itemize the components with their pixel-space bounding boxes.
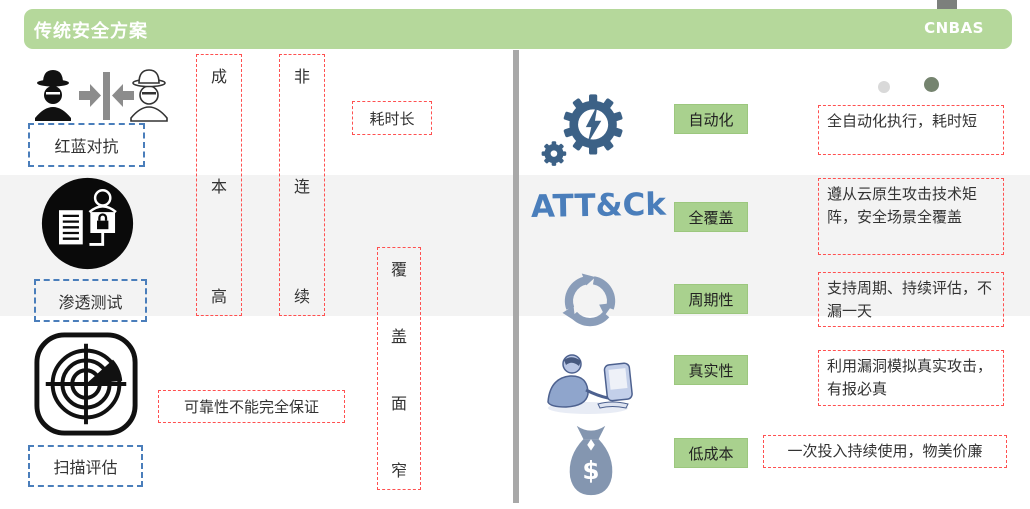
feature-desc-box: 全自动化执行，耗时短 [818, 105, 1004, 155]
brand-label: CNBAS [924, 19, 984, 37]
vertical-note-char: 续 [293, 287, 310, 306]
vertical-note-char: 成 [210, 67, 227, 86]
red-vs-blue-spies-icon [35, 69, 168, 122]
note-text: 耗时长 [369, 109, 415, 128]
vertical-note-char: 窄 [390, 461, 407, 480]
vertical-note-char: 连 [293, 177, 310, 196]
left-item-label-box: 渗透测试 [34, 279, 147, 322]
feature-label-text: 自动化 [688, 110, 734, 129]
feature-label-text: 全覆盖 [688, 208, 734, 227]
person-computer-icon [547, 354, 633, 414]
feature-desc-box: 遵从云原生攻击技术矩阵，安全场景全覆盖 [818, 178, 1004, 255]
left-item-label-box: 扫描评估 [28, 445, 143, 487]
cycle-arrows-icon [562, 273, 616, 327]
feature-label-text: 低成本 [688, 444, 734, 463]
vertical-note-char: 覆 [390, 260, 407, 279]
feature-label: 全覆盖 [674, 202, 748, 232]
vertical-note-non-continuous: 非 连 续 [279, 54, 325, 316]
feature-desc-box: 利用漏洞模拟真实攻击，有报必真 [818, 350, 1004, 406]
feature-desc-box: 一次投入持续使用，物美价廉 [763, 435, 1007, 468]
vertical-note-cost-high: 成 本 高 [196, 54, 242, 316]
attck-logo: ATT&Ck [531, 187, 667, 225]
vertical-note-narrow-coverage: 覆 盖 面 窄 [377, 247, 421, 490]
feature-desc-text: 支持周期、持续评估，不漏一天 [827, 279, 993, 320]
penetration-test-icon [41, 177, 134, 270]
feature-label: 真实性 [674, 355, 748, 385]
gear-lightning-icon [541, 94, 623, 166]
attck-logo-text: ATT&Ck [530, 186, 667, 225]
left-item-label: 红蓝对抗 [54, 137, 119, 156]
feature-desc-text: 利用漏洞模拟真实攻击，有报必真 [827, 357, 993, 398]
vertical-note-char: 面 [390, 394, 407, 413]
note-text: 可靠性不能完全保证 [183, 398, 319, 416]
svg-text:$: $ [582, 456, 599, 485]
feature-label: 周期性 [674, 284, 748, 314]
vertical-note-char: 高 [210, 287, 227, 306]
left-item-label: 渗透测试 [58, 292, 123, 312]
note-reliability: 可靠性不能完全保证 [158, 390, 345, 423]
page-title: 传统安全方案 [34, 21, 148, 42]
money-bag-icon: $ [569, 425, 613, 496]
vertical-divider [513, 50, 519, 503]
left-item-label-box: 红蓝对抗 [28, 123, 145, 167]
pagination-dot-inactive [878, 81, 890, 93]
vertical-note-char: 本 [210, 177, 227, 196]
vertical-note-char: 盖 [390, 327, 407, 346]
header-bar [24, 9, 1012, 49]
left-item-label: 扫描评估 [53, 458, 118, 477]
feature-desc-text: 一次投入持续使用，物美价廉 [787, 442, 983, 461]
feature-desc-text: 遵从云原生攻击技术矩阵，安全场景全覆盖 [827, 185, 978, 226]
feature-label-text: 真实性 [688, 361, 734, 380]
feature-label: 低成本 [674, 438, 748, 468]
feature-desc-text: 全自动化执行，耗时短 [827, 112, 978, 130]
note-time-consuming: 耗时长 [352, 101, 432, 135]
feature-label-text: 周期性 [688, 290, 734, 309]
feature-label: 自动化 [674, 104, 748, 134]
feature-desc-box: 支持周期、持续评估，不漏一天 [818, 272, 1004, 327]
scan-radar-icon [34, 332, 138, 436]
pagination-dot-active [924, 77, 939, 92]
vertical-note-char: 非 [293, 67, 310, 86]
